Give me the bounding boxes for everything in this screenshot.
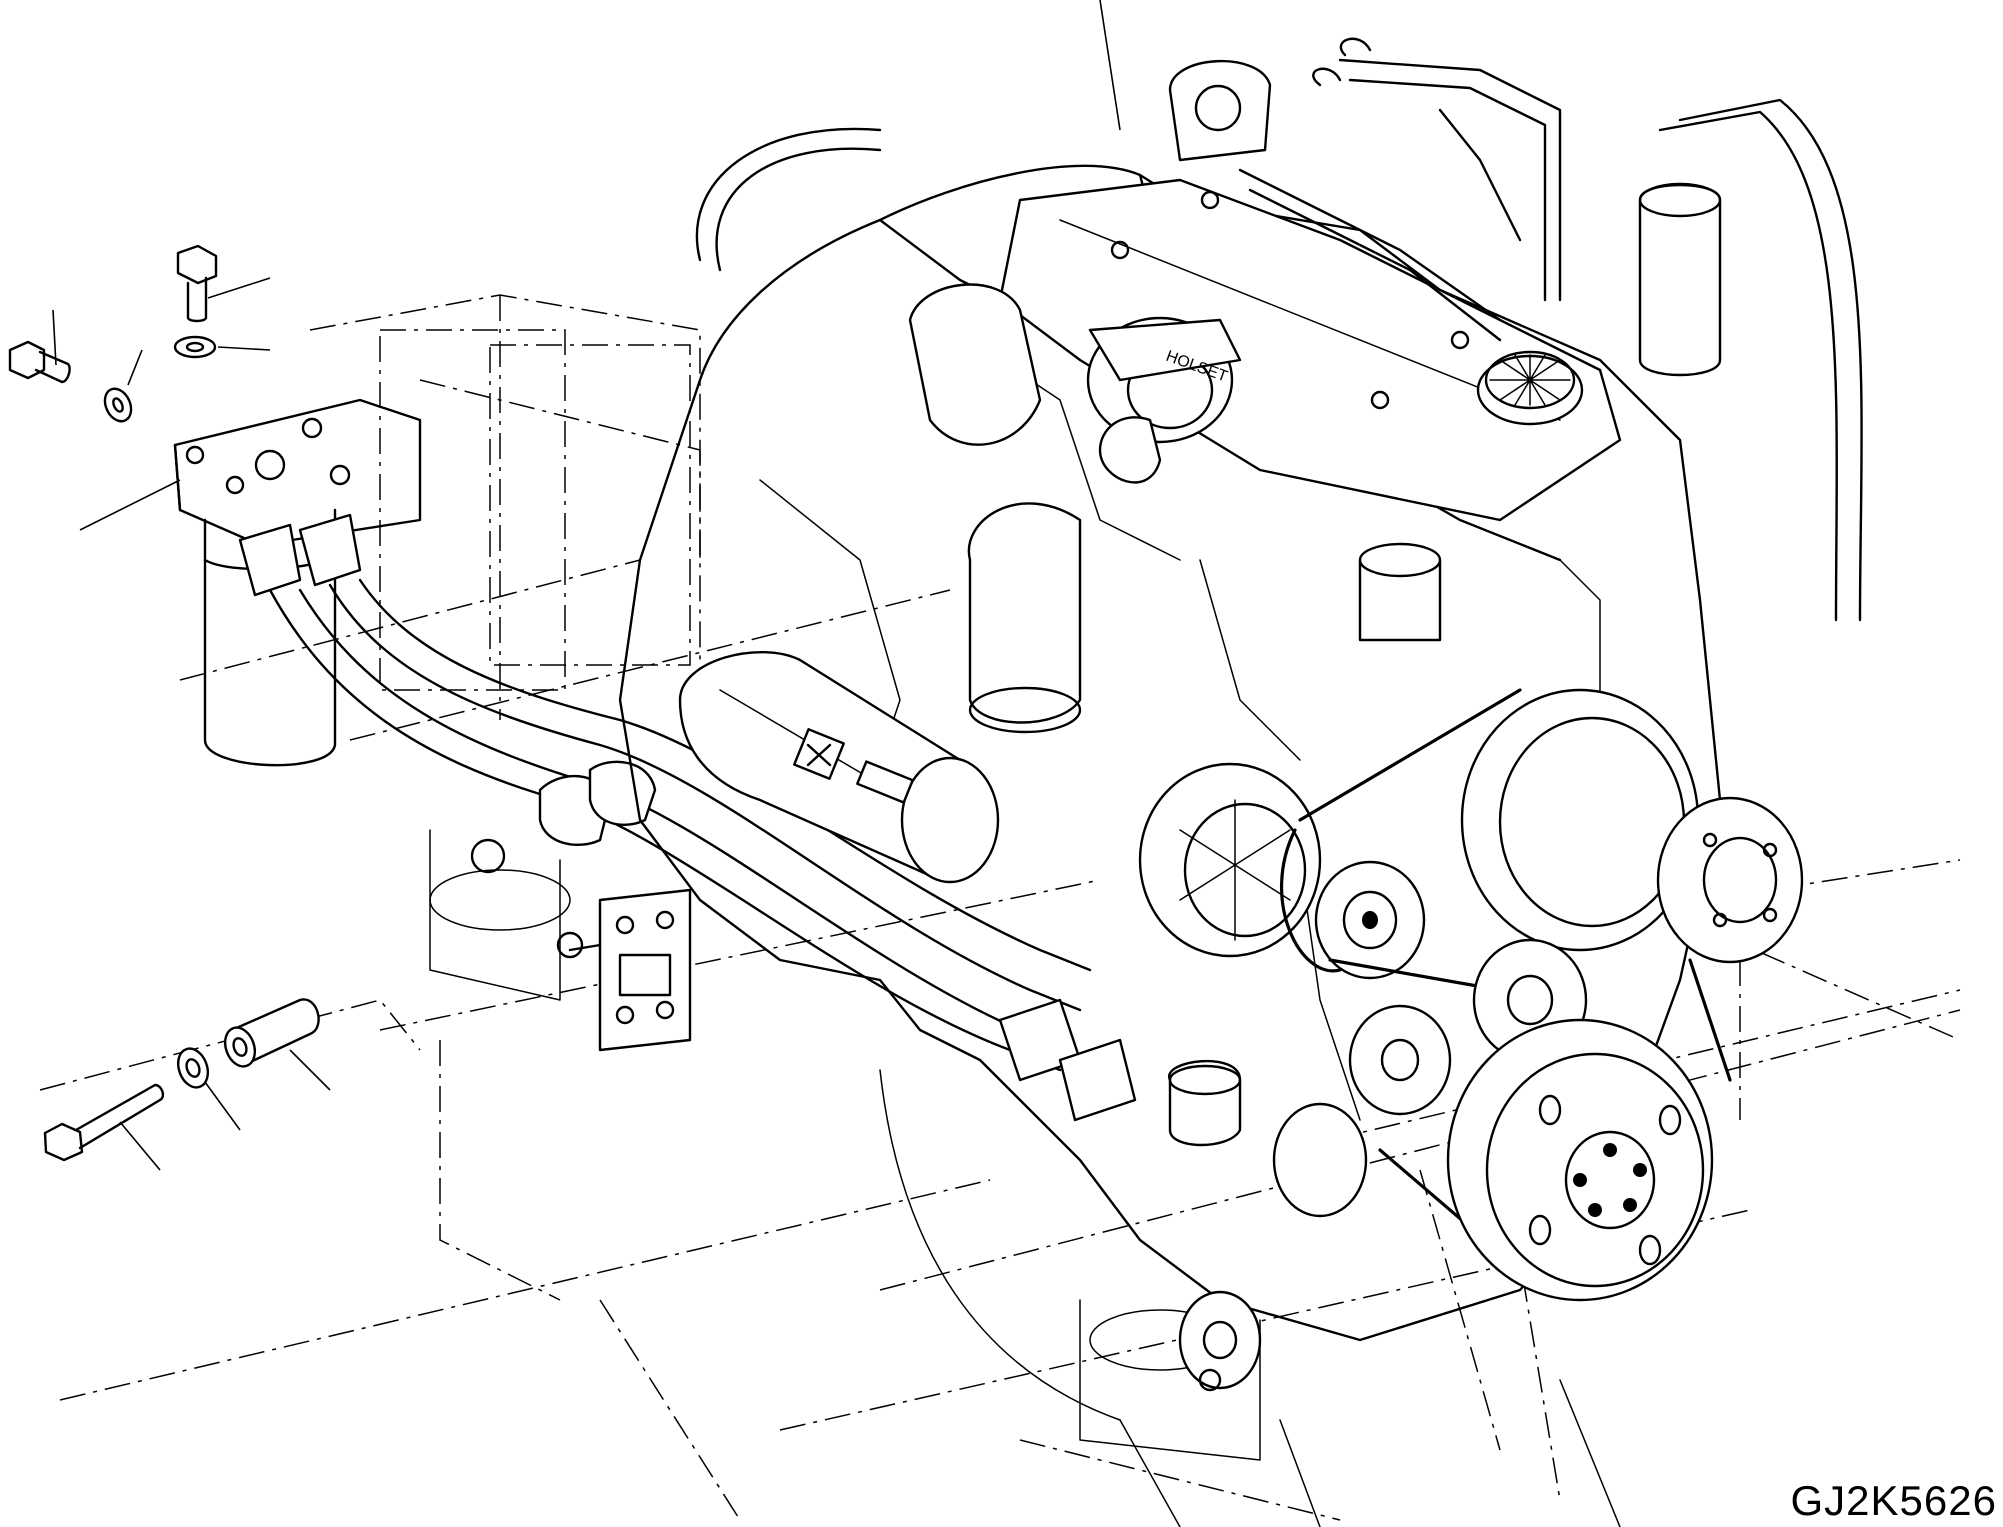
engine-mount-bracket-drawing [470,838,692,1052]
turbocharger-drawing: HOLSET [908,283,1242,734]
leader-line-engine [1099,0,1121,131]
oil-filter-bracket-assembly [173,329,691,767]
leader-line-spacer [289,1049,331,1091]
washer-icon [173,335,217,359]
rear-engine-mount-drawing [1178,1290,1262,1392]
leader-line-washer-left [127,349,143,386]
spacer-collar-icon [223,998,320,1068]
chassis-phantom-lines [39,294,1961,1527]
fan-pulley-drawing [1460,688,1804,964]
oil-hose-drawing [268,578,1137,1122]
washer-icon [176,1047,210,1089]
starter-motor-drawing [678,651,1000,884]
leader-line-bolt-left [52,309,57,366]
leader-line-bolt-top [207,277,271,299]
air-intake-pipe-drawing [695,98,1863,622]
thermostat-housing-drawing [1168,542,1442,1147]
leader-line-washer-bottom [204,1081,241,1131]
leader-line-bracket [79,479,181,531]
washer-icon [103,387,133,423]
leader-line-washer-top [217,346,271,351]
leader-line-long-bolt [119,1121,161,1171]
figure-id-label: GJ2K5626 [1790,1477,1997,1524]
bolt-icon [8,340,71,384]
fuel-lines-drawing [1238,37,1562,342]
bolt-icon [176,244,218,323]
alternator-drawing [1138,762,1426,980]
crankshaft-pulley-drawing [1446,1018,1714,1302]
bolt-icon [43,1083,165,1162]
oil-filler-cap-drawing [1476,350,1584,426]
